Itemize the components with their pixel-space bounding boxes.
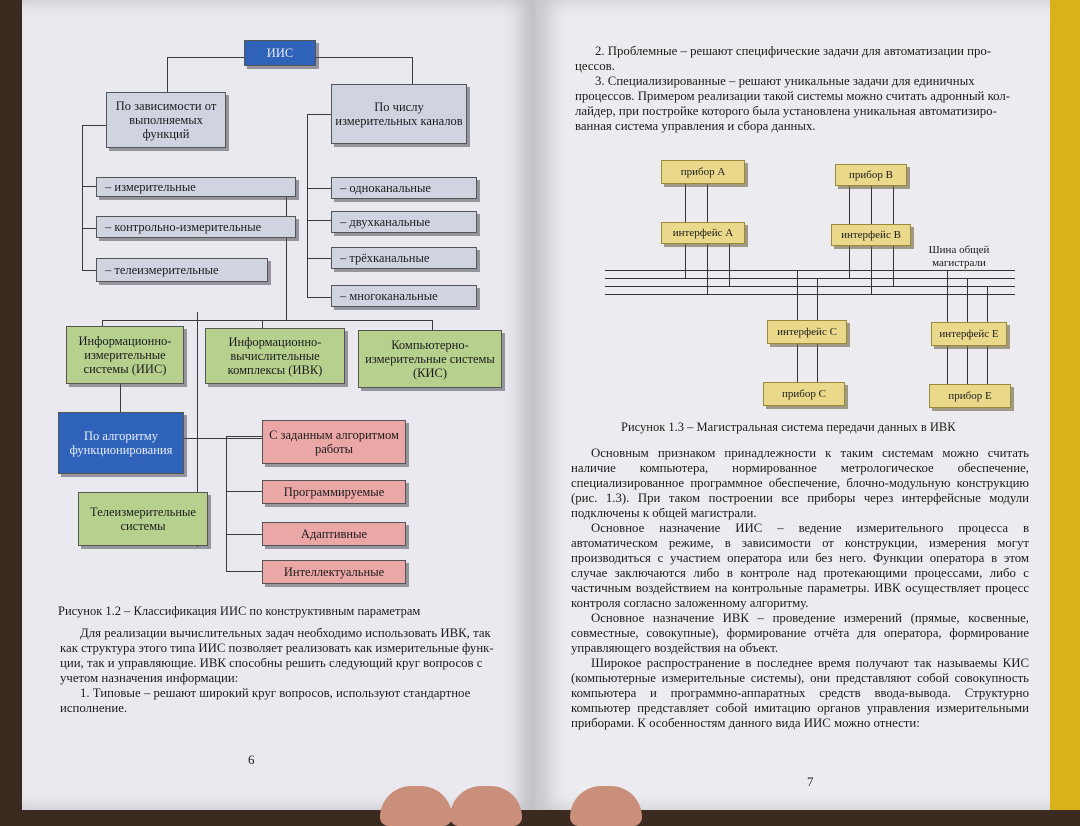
page-number-left: 6 bbox=[248, 752, 255, 767]
func-item-measuring: – измерительные bbox=[96, 177, 296, 197]
text-line: процессов. Примером реализации такой сис… bbox=[575, 89, 1011, 103]
figure-caption-1-2: Рисунок 1.2 – Классификация ИИС по конст… bbox=[58, 604, 421, 618]
paragraph: Основное назначение ИВК – проведение изм… bbox=[571, 611, 1029, 655]
fingers bbox=[380, 780, 642, 826]
func-item-telemetry: – телеизмерительные bbox=[96, 258, 268, 282]
text-line: лайдер, при постройке которого была уста… bbox=[575, 104, 997, 118]
interface-b: интерфейс В bbox=[831, 224, 911, 246]
algo-item-programmable: Программируемые bbox=[262, 480, 406, 504]
paragraph: Широкое распространение в последнее врем… bbox=[571, 656, 1029, 730]
paragraph: Основным признаком принадлежности к таки… bbox=[571, 446, 1029, 520]
text-line: исполнение. bbox=[60, 701, 128, 715]
algo-item-fixed: С заданным алгоритмом работы bbox=[262, 420, 406, 464]
ivk-node: Информационно-вычислительные комплексы (… bbox=[205, 328, 345, 384]
interface-e: интерфейс Е bbox=[931, 322, 1007, 346]
root-node: ИИС bbox=[244, 40, 316, 66]
function-group-node: По зависимости от выполняемых функций bbox=[106, 92, 226, 148]
bus-label: Шина общей магистрали bbox=[928, 244, 990, 269]
chan-item-multi: – многоканальные bbox=[331, 285, 477, 307]
device-c: прибор С bbox=[763, 382, 845, 406]
text-line: Для реализации вычислительных задач необ… bbox=[80, 626, 491, 640]
chan-item-single: – одноканальные bbox=[331, 177, 477, 199]
paragraph: Основное назначение ИИС – ведение измери… bbox=[571, 521, 1029, 610]
device-a: прибор А bbox=[661, 160, 745, 184]
chan-item-triple: – трёхканальные bbox=[331, 247, 477, 269]
device-e: прибор Е bbox=[929, 384, 1011, 408]
interface-a: интерфейс А bbox=[661, 222, 745, 244]
channels-group-node: По числу измерительных каналов bbox=[331, 84, 467, 144]
text-line: ции, так и управляющие. ИВК способны реш… bbox=[60, 656, 483, 670]
text-line: цессов. bbox=[575, 59, 615, 73]
right-page: 2. Проблемные – решают специфические зад… bbox=[535, 0, 1050, 810]
chan-item-dual: – двухканальные bbox=[331, 211, 477, 233]
text-line: учетом назначения информации: bbox=[60, 671, 239, 685]
iis-node: Информационно-измерительные системы (ИИС… bbox=[66, 326, 184, 384]
text-line: 2. Проблемные – решают специфические зад… bbox=[595, 44, 992, 58]
interface-c: интерфейс С bbox=[767, 320, 847, 344]
device-b: прибор В bbox=[835, 164, 907, 186]
func-item-control: – контрольно-измерительные bbox=[96, 216, 296, 238]
algo-item-intelligent: Интеллектуальные bbox=[262, 560, 406, 584]
text-line: 1. Типовые – решают широкий круг вопросо… bbox=[80, 686, 471, 700]
page-number-right: 7 bbox=[807, 774, 814, 789]
left-page: ИИС По зависимости от выполняемых функци… bbox=[22, 0, 535, 810]
text-line: как структура этого типа ИИС позволяет р… bbox=[60, 641, 494, 655]
figure-caption-1-3: Рисунок 1.3 – Магистральная система пере… bbox=[621, 420, 956, 434]
algo-item-adaptive: Адаптивные bbox=[262, 522, 406, 546]
left-body-text: Для реализации вычислительных задач необ… bbox=[60, 626, 500, 716]
right-body-text: Основным признаком принадлежности к таки… bbox=[571, 446, 1029, 731]
right-top-text: 2. Проблемные – решают специфические зад… bbox=[575, 44, 1027, 134]
text-line: ванная система управления и сбора данных… bbox=[575, 119, 816, 133]
algorithm-node: По алгоритму функционирования bbox=[58, 412, 184, 474]
text-line: 3. Специализированные – решают уникальны… bbox=[595, 74, 975, 88]
kis-node: Компьютерно-измерительные системы (КИС) bbox=[358, 330, 502, 388]
telemetry-systems-node: Телеизмерительные системы bbox=[78, 492, 208, 546]
